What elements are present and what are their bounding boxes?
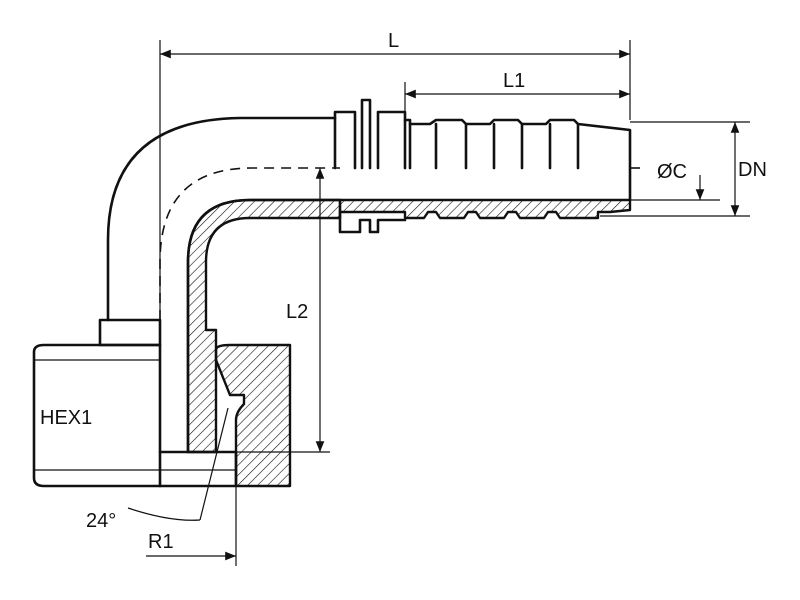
tail-ribs	[408, 122, 580, 170]
elbow-inner	[186, 198, 342, 454]
label-L1: L1	[503, 70, 525, 92]
label-L2: L2	[286, 301, 308, 323]
label-R1: R1	[148, 531, 174, 553]
collar-ring-3	[376, 110, 407, 170]
tail-top	[403, 118, 632, 202]
neck	[98, 318, 162, 347]
label-DN: DN	[738, 159, 767, 181]
angle-leader	[199, 407, 229, 521]
nut-face	[158, 450, 238, 488]
collar-ring-2	[360, 98, 372, 170]
label-HEX1: HEX1	[40, 407, 92, 429]
collar-bottom	[338, 210, 407, 234]
label-OC: ØC	[657, 161, 687, 183]
label-L: L	[388, 30, 399, 52]
elbow-outer	[106, 116, 337, 322]
collar-ring-1	[333, 110, 357, 170]
angle-arc	[127, 507, 201, 521]
nut-section	[214, 343, 292, 488]
label-angle: 24°	[86, 510, 116, 532]
stem-section	[338, 198, 632, 220]
